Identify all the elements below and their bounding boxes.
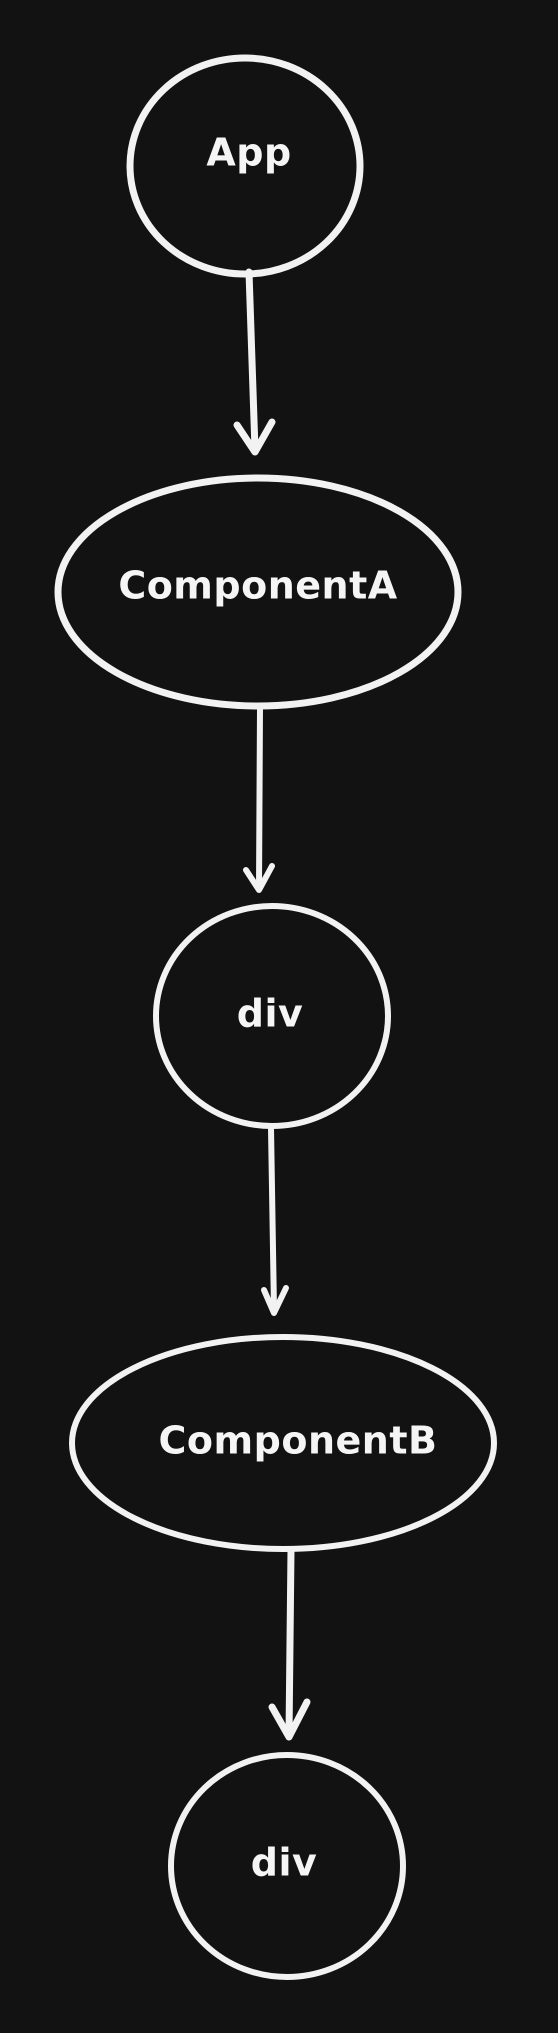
node-label-div-1: div <box>237 992 304 1036</box>
node-label-componentB: ComponentB <box>159 1419 438 1463</box>
edge-div1-componentB <box>261 1125 289 1316</box>
edge-app-componentA <box>233 268 276 456</box>
node-label-componentA: ComponentA <box>118 564 397 608</box>
node-label-app: App <box>206 131 291 175</box>
edge-componentB-div2 <box>268 1546 311 1741</box>
node-componentB: ComponentB <box>69 1334 497 1552</box>
node-app: App <box>126 54 364 278</box>
node-componentA: ComponentA <box>54 474 462 710</box>
node-label-div-2: div <box>251 1841 318 1885</box>
node-div-1: div <box>153 903 391 1129</box>
node-div-2: div <box>168 1752 406 1980</box>
edge-componentA-div1 <box>243 705 275 893</box>
